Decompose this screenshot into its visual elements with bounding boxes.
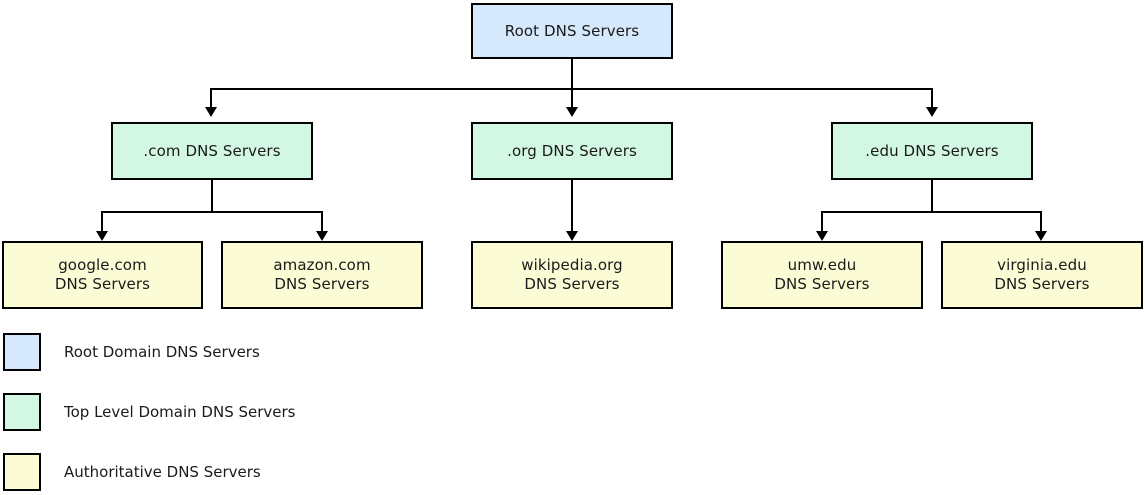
edge-com-stem [211, 180, 213, 212]
arrow-com-to-google [96, 231, 108, 241]
arrow-root-to-com [205, 107, 217, 117]
edge-org-to-wikipedia [571, 180, 573, 232]
edge-com-bus [101, 211, 323, 213]
arrow-root-to-org [566, 107, 578, 117]
edge-root-to-edu [931, 88, 933, 108]
node-label-line2: DNS Servers [994, 275, 1090, 293]
node-label: .com DNS Servers [143, 141, 281, 160]
node-com-dns-servers[interactable]: .com DNS Servers [111, 122, 313, 180]
legend-label-authoritative: Authoritative DNS Servers [64, 463, 261, 481]
arrow-edu-to-umw [816, 231, 828, 241]
node-google-com-dns-servers[interactable]: google.com DNS Servers [2, 241, 203, 309]
arrow-edu-to-virginia [1035, 231, 1047, 241]
node-label-line2: DNS Servers [54, 275, 151, 293]
node-root-dns-servers[interactable]: Root DNS Servers [471, 3, 673, 59]
edge-com-to-google [101, 211, 103, 232]
node-label: .edu DNS Servers [865, 141, 999, 160]
legend-swatch-authoritative [3, 453, 41, 491]
node-label: .org DNS Servers [507, 141, 637, 160]
edge-root-to-org [571, 88, 573, 108]
legend-label-root-domain: Root Domain DNS Servers [64, 343, 260, 361]
node-label-line2: DNS Servers [774, 275, 870, 293]
edge-root-stem [571, 59, 573, 89]
legend-swatch-top-level-domain [3, 393, 41, 431]
edge-root-to-com [210, 88, 212, 108]
node-org-dns-servers[interactable]: .org DNS Servers [471, 122, 673, 180]
legend-label-top-level-domain: Top Level Domain DNS Servers [64, 403, 296, 421]
legend-swatch-root-domain [3, 333, 41, 371]
arrow-com-to-amazon [316, 231, 328, 241]
edge-edu-to-virginia [1040, 211, 1042, 232]
node-edu-dns-servers[interactable]: .edu DNS Servers [831, 122, 1033, 180]
edge-edu-to-umw [821, 211, 823, 232]
legend-item-root-domain: Root Domain DNS Servers [3, 333, 260, 371]
node-amazon-com-dns-servers[interactable]: amazon.com DNS Servers [221, 241, 423, 309]
arrow-root-to-edu [926, 107, 938, 117]
node-label-line1: wikipedia.org [521, 256, 623, 275]
node-wikipedia-org-dns-servers[interactable]: wikipedia.org DNS Servers [471, 241, 673, 309]
edge-edu-bus [821, 211, 1042, 213]
node-label-line2: DNS Servers [274, 275, 370, 293]
arrow-org-to-wikipedia [566, 231, 578, 241]
node-virginia-edu-dns-servers[interactable]: virginia.edu DNS Servers [941, 241, 1143, 309]
edge-com-to-amazon [321, 211, 323, 232]
node-label-line1: amazon.com [273, 256, 371, 275]
node-label-line2: DNS Servers [524, 275, 620, 293]
legend-item-authoritative: Authoritative DNS Servers [3, 453, 261, 491]
node-label-line1: umw.edu [787, 256, 857, 275]
node-umw-edu-dns-servers[interactable]: umw.edu DNS Servers [721, 241, 923, 309]
edge-edu-stem [931, 180, 933, 212]
legend-item-top-level-domain: Top Level Domain DNS Servers [3, 393, 295, 431]
node-label-line1: google.com [58, 256, 147, 275]
node-label-line1: virginia.edu [997, 256, 1087, 275]
node-label: Root DNS Servers [504, 21, 640, 40]
